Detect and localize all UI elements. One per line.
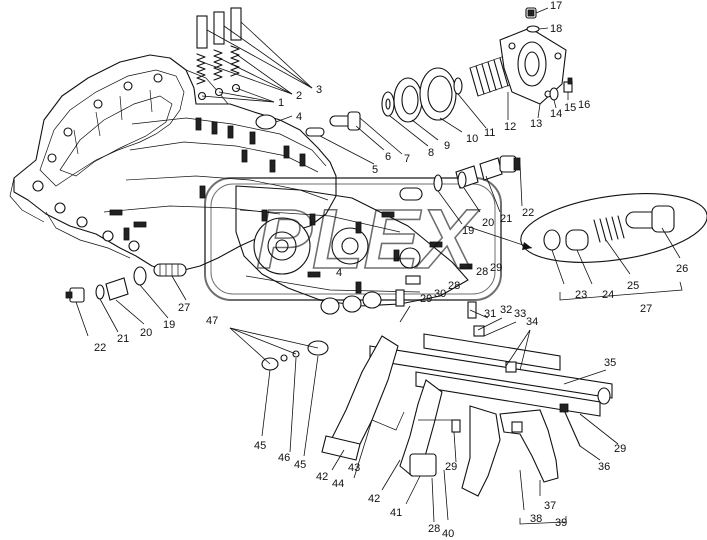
callout-8: 8 (428, 147, 434, 159)
shift-fork-right (461, 405, 559, 497)
callout-39: 39 (555, 517, 567, 529)
shift-mechanism-block (235, 185, 473, 307)
callout-28-bottom: 28 (428, 523, 440, 535)
callout-7: 7 (404, 153, 410, 165)
callout-24: 24 (602, 289, 614, 301)
callout-21-upper: 21 (500, 213, 512, 225)
callout-10: 10 (466, 133, 478, 145)
callout-2: 2 (296, 90, 302, 102)
callout-23: 23 (575, 289, 587, 301)
callout-45-left: 45 (254, 440, 266, 452)
watermark-text: PLEX (256, 192, 480, 286)
callout-45-right: 45 (294, 459, 306, 471)
callout-12: 12 (504, 121, 516, 133)
part-6-shaft (329, 111, 361, 131)
sender-parts-lower (65, 263, 187, 303)
callout-18: 18 (550, 23, 562, 35)
callout-42-left: 42 (316, 471, 328, 483)
callout-36: 36 (598, 461, 610, 473)
part-13-flange-cover (499, 27, 567, 105)
callout-27-lower: 27 (178, 302, 190, 314)
callout-1: 1 (278, 97, 284, 109)
part-8-bushing (381, 91, 395, 117)
callout-43: 43 (348, 462, 360, 474)
callout-22-upper: 22 (522, 207, 534, 219)
shift-rails (369, 333, 613, 417)
part-11-ring (453, 77, 463, 95)
callout-46: 46 (278, 452, 290, 464)
part-5-pin (305, 127, 325, 137)
part-10-cup (419, 67, 457, 121)
callout-42-right: 42 (368, 493, 380, 505)
callout-47: 47 (206, 315, 218, 327)
callout-9: 9 (444, 140, 450, 152)
part-9-disc (393, 77, 423, 123)
callout-29-bottom: 29 (445, 461, 457, 473)
part-17-breather-cap (525, 7, 537, 19)
callout-5: 5 (372, 164, 378, 176)
callout-29-block: 29 (420, 293, 432, 305)
callout-4: 4 (296, 111, 302, 123)
detail-view (520, 193, 707, 301)
callout-14: 14 (550, 108, 562, 120)
part-14-washer (549, 87, 559, 101)
callout-28-block: 28 (448, 280, 460, 292)
callout-22-lower: 22 (94, 342, 106, 354)
top-right-parts (305, 7, 573, 137)
part-27-spring-plunger (153, 263, 187, 277)
part-15-16-bolt (563, 77, 573, 93)
callout-19-upper: 19 (462, 225, 474, 237)
sender-parts-upper (433, 155, 521, 192)
callout-32: 32 (500, 304, 512, 316)
callout-13: 13 (530, 118, 542, 130)
shift-fork-middle (399, 379, 460, 477)
callout-33: 33 (514, 308, 526, 320)
callout-11: 11 (484, 127, 495, 139)
housing-studs (109, 117, 306, 241)
shift-rails-and-forks (261, 289, 613, 497)
part-47-detent-set (261, 340, 329, 371)
callout-40: 40 (442, 528, 454, 540)
detent-parts (196, 7, 277, 130)
callout-20-upper: 20 (482, 217, 494, 229)
callout-31: 31 (484, 308, 496, 320)
callout-28-right: 28 (476, 266, 488, 278)
callout-6: 6 (385, 151, 391, 163)
callout-41: 41 (390, 507, 402, 519)
callout-3: 3 (316, 84, 322, 96)
leader-lines (75, 7, 681, 525)
shift-fork-left (321, 335, 405, 461)
housing-bolt-bosses (32, 73, 163, 252)
callout-21-lower: 21 (117, 333, 129, 345)
callout-4-lower: 4 (336, 267, 342, 279)
callout-44: 44 (332, 478, 344, 490)
callout-35: 35 (604, 357, 616, 369)
part-18-ring (526, 25, 540, 33)
gearbox-housing (9, 54, 337, 273)
callout-19-lower: 19 (163, 319, 175, 331)
callout-37: 37 (544, 500, 556, 512)
callout-labels: 1 2 3 4 4 5 6 7 8 9 10 11 12 13 14 15 16… (94, 0, 688, 540)
callout-38: 38 (530, 513, 542, 525)
block-pins (261, 209, 473, 294)
callout-29-fork: 29 (614, 443, 626, 455)
callout-29-right: 29 (490, 262, 502, 274)
callout-17: 17 (550, 0, 562, 12)
callout-25: 25 (627, 280, 639, 292)
callout-27-detail: 27 (640, 303, 652, 315)
callout-20-lower: 20 (140, 327, 152, 339)
callout-34: 34 (526, 316, 538, 328)
callout-26: 26 (676, 263, 688, 275)
callout-15: 15 (564, 102, 576, 114)
callout-16: 16 (578, 99, 590, 111)
callout-30: 30 (434, 288, 446, 300)
part-25-spring (593, 215, 625, 243)
